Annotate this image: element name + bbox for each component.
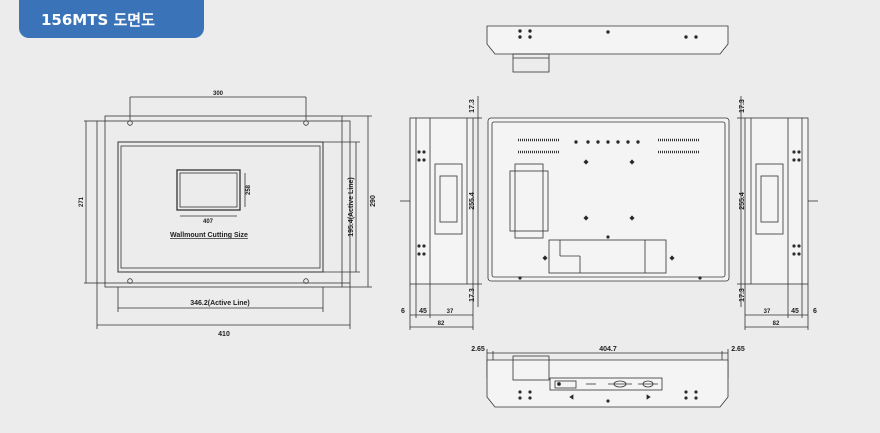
cutout-label: Wallmount Cutting Size: [170, 232, 248, 239]
dim-cutout-height: 258: [246, 184, 252, 195]
dim-left-b: 45: [419, 308, 427, 315]
dim-bottom-left: 2.65: [471, 346, 485, 353]
page-title: 156MTS 도면도: [19, 0, 204, 38]
bottom-view: [486, 349, 729, 408]
dim-left-top: 17.3: [469, 99, 476, 113]
dim-bottom-right: 2.65: [731, 346, 745, 353]
dim-front-width: 410: [218, 331, 230, 338]
right-side-view: [737, 96, 818, 330]
dim-front-active-width: 346.2(Active Line): [190, 300, 250, 307]
dim-front-active-height: 195.4(Active Line): [348, 177, 355, 237]
dim-right-top: 17.3: [739, 99, 746, 113]
dim-left-a: 6: [401, 308, 405, 315]
dim-front-top: 300: [213, 91, 224, 97]
left-side-view: [400, 96, 482, 330]
dim-right-c: 6: [813, 308, 817, 315]
dim-right-a: 37: [764, 309, 771, 315]
dim-left-mid: 255.4: [469, 192, 476, 210]
dim-right-bottom: 17.3: [739, 288, 746, 302]
dim-bottom-width: 404.7: [599, 346, 617, 353]
dim-front-outer-height: 290: [370, 195, 377, 207]
rear-view: [487, 117, 730, 282]
dim-front-height: 271: [79, 196, 85, 207]
dim-left-bottom: 17.3: [469, 288, 476, 302]
dim-right-mid: 255.4: [739, 192, 746, 210]
top-view: [486, 25, 729, 73]
dim-right-b: 45: [791, 308, 799, 315]
dim-right-total: 82: [773, 321, 780, 327]
dim-left-total: 82: [438, 321, 445, 327]
front-view: [84, 96, 372, 329]
dim-cutout-width: 407: [203, 219, 214, 225]
dim-left-c: 37: [447, 309, 454, 315]
